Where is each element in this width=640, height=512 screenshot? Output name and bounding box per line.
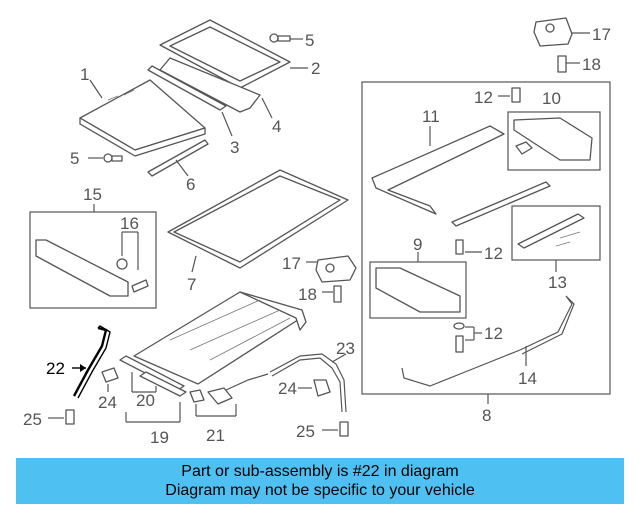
label-18-mid: 18	[298, 285, 317, 304]
screw-left	[88, 153, 123, 163]
label-13: 13	[548, 273, 567, 292]
label-16: 16	[120, 214, 139, 233]
label-6: 6	[186, 175, 195, 194]
bolt-12b	[455, 239, 464, 255]
bracket-9	[375, 267, 461, 313]
label-1: 1	[80, 65, 89, 84]
guide-20b	[139, 371, 187, 397]
clip-16	[116, 258, 128, 270]
deflector	[35, 239, 129, 297]
drain-tube-23	[269, 353, 347, 413]
sunshade	[133, 291, 307, 385]
strip-6	[147, 139, 209, 177]
label-24-left: 24	[98, 393, 117, 412]
label-17-top: 17	[592, 25, 611, 44]
link-13	[517, 213, 585, 249]
label-4: 4	[272, 117, 281, 136]
rail-lower	[451, 181, 551, 227]
clip-16b	[131, 279, 149, 293]
bolt-18-mid	[333, 285, 342, 303]
seal-strips	[147, 57, 273, 137]
washer-12	[453, 322, 465, 330]
label-12-a: 12	[474, 88, 493, 107]
box-13	[511, 205, 601, 261]
label-15: 15	[83, 185, 102, 204]
plug-25-left	[48, 409, 75, 425]
clip-24-right	[298, 379, 331, 397]
bracket-10-small	[515, 141, 533, 155]
bolt-12c	[455, 335, 464, 353]
bracket-10	[513, 117, 593, 161]
glass-panel	[79, 79, 206, 157]
label-10: 10	[542, 89, 561, 108]
label-21: 21	[206, 426, 225, 445]
label-24-right: 24	[278, 379, 297, 398]
label-20: 20	[136, 391, 155, 410]
label-9: 9	[413, 235, 422, 254]
label-14: 14	[518, 369, 537, 388]
drain-hose-22	[72, 325, 111, 399]
frame	[159, 19, 308, 89]
banner-line-1: Part or sub-assembly is #22 in diagram	[181, 463, 459, 480]
motor-mid	[306, 255, 357, 283]
label-5-top: 5	[305, 31, 314, 50]
label-5-left: 5	[70, 149, 79, 168]
box-8	[361, 81, 611, 395]
label-19: 19	[150, 428, 169, 447]
screw-top	[269, 33, 303, 43]
motor-top	[533, 17, 590, 47]
rail-11	[371, 125, 505, 215]
label-18-top: 18	[582, 55, 601, 74]
label-25-left: 25	[23, 410, 42, 429]
bolt-12a	[511, 87, 521, 103]
banner-line-2: Diagram may not be specific to your vehi…	[165, 482, 475, 499]
info-banner: Part or sub-assembly is #22 in diagram D…	[16, 458, 624, 504]
label-11: 11	[422, 107, 440, 126]
bolt-top	[557, 55, 580, 73]
weather-seal	[167, 169, 349, 273]
label-2: 2	[311, 59, 320, 78]
label-23: 23	[336, 339, 355, 358]
plug-25-right	[322, 421, 349, 437]
label-7: 7	[187, 275, 196, 294]
clip-24-left	[101, 367, 119, 392]
box-10	[507, 111, 601, 171]
brackets-21	[189, 373, 269, 417]
label-17-mid: 17	[282, 254, 301, 273]
box-15	[29, 211, 157, 309]
label-12-c: 12	[484, 324, 503, 343]
label-12-b: 12	[484, 244, 503, 263]
label-22: 22	[46, 359, 65, 378]
parts-diagram: 1 2 3 4 5 5 6 7 15 16	[23, 17, 611, 447]
label-8: 8	[482, 406, 491, 425]
label-3: 3	[230, 138, 239, 157]
label-25-right: 25	[296, 422, 315, 441]
cable-14	[401, 295, 573, 387]
